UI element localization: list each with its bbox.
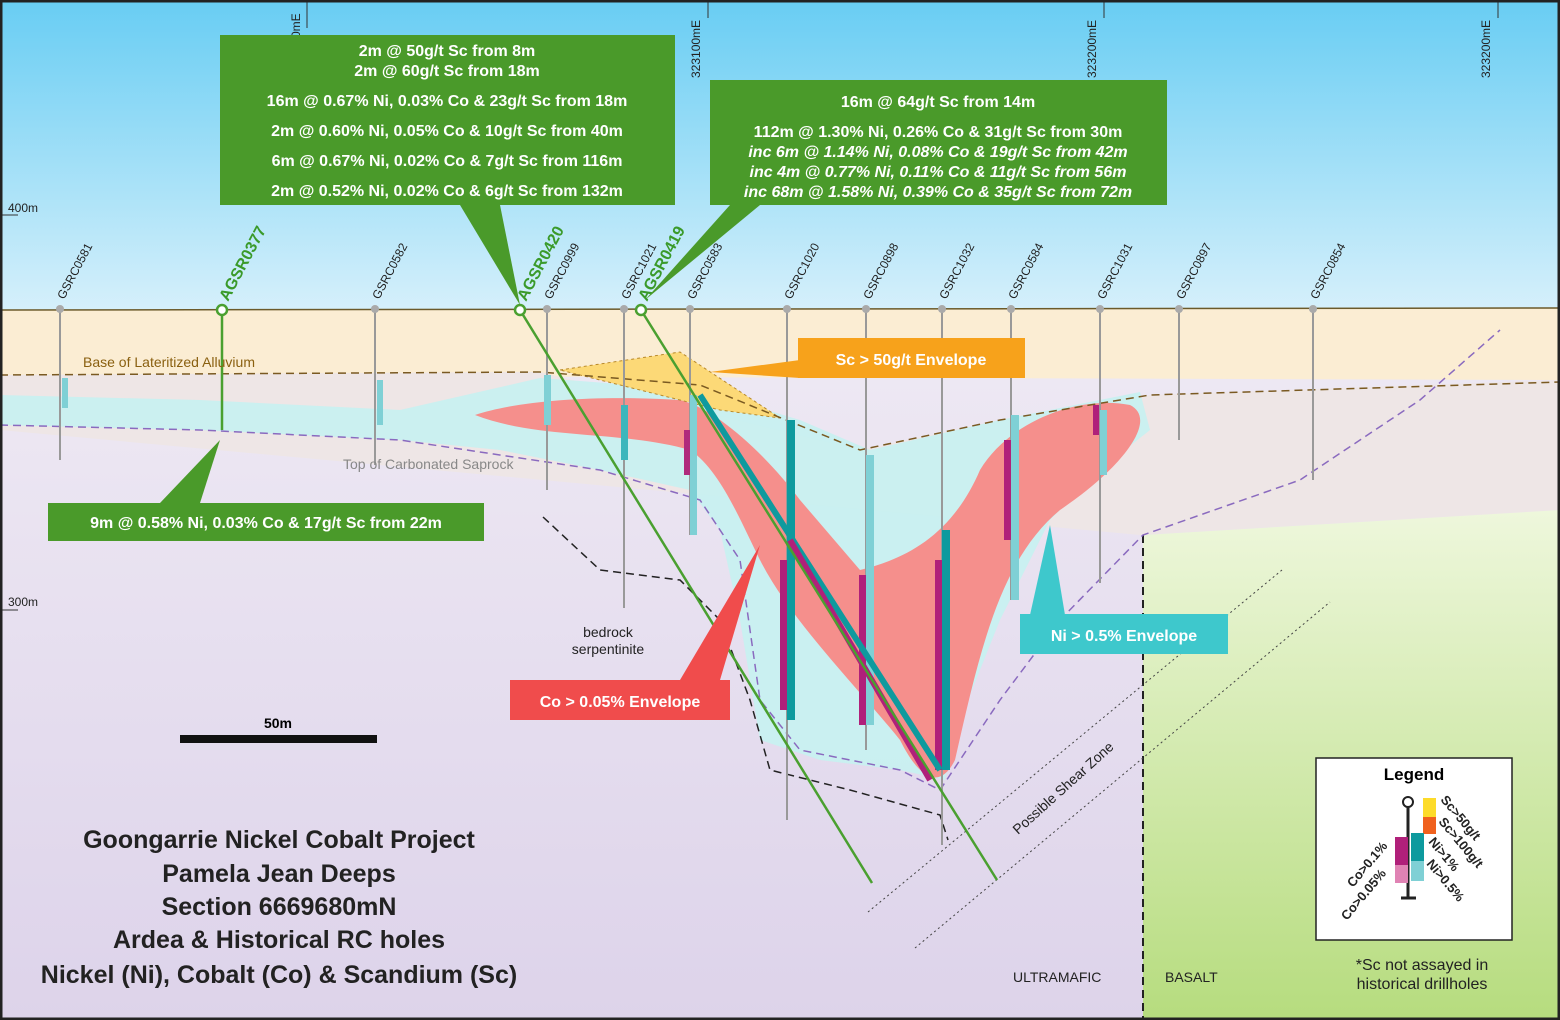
saprock-line: [0, 329, 1501, 791]
legend-note: *Sc not assayed in: [1356, 957, 1489, 974]
sc-envelope-label: Sc > 50g/t Envelope: [710, 338, 1025, 378]
bedrock-label: bedrock: [583, 624, 634, 640]
legend-title: Legend: [1384, 765, 1444, 784]
intercept-line: 2m @ 50g/t Sc from 8m: [359, 43, 536, 60]
easting-label: 323100mE: [689, 20, 703, 78]
shear-zone-line: [914, 601, 1331, 949]
bedrock-label: serpentinite: [572, 641, 645, 657]
title-block: Goongarrie Nickel Cobalt Project Pamela …: [41, 826, 517, 989]
intercept-line: 112m @ 1.30% Ni, 0.26% Co & 31g/t Sc fro…: [754, 124, 1123, 141]
basalt-label: BASALT: [1165, 969, 1218, 985]
intercept-line: inc 6m @ 1.14% Ni, 0.08% Co & 19g/t Sc f…: [748, 144, 1127, 161]
ultramafic-label: ULTRAMAFIC: [1013, 969, 1101, 985]
alluvium-layer: [0, 308, 1560, 380]
collar-icon: [1402, 796, 1414, 808]
ardea-holes: [215, 303, 999, 884]
scale-bar-label: 50m: [264, 715, 292, 731]
intercept-line: 2m @ 0.52% Ni, 0.02% Co & 6g/t Sc from 1…: [271, 183, 623, 200]
legend-note: historical drillholes: [1357, 976, 1488, 993]
base-alluvium-line: [0, 371, 1560, 451]
title-line: Nickel (Ni), Cobalt (Co) & Scandium (Sc): [41, 961, 517, 989]
easting-label: 323200mE: [1085, 20, 1099, 78]
title-line: Ardea & Historical RC holes: [113, 926, 445, 954]
intercept-line: 16m @ 0.67% Ni, 0.03% Co & 23g/t Sc from…: [267, 93, 628, 110]
co-envelope-label: Co > 0.05% Envelope: [510, 545, 760, 720]
svg-text:Sc > 50g/t Envelope: Sc > 50g/t Envelope: [836, 352, 987, 369]
co-envelope: [475, 398, 1141, 778]
bedrock-contact: [542, 516, 949, 841]
intercept-line: inc 4m @ 0.77% Ni, 0.11% Co & 11g/t Sc f…: [750, 164, 1127, 181]
easting-label: 323200mE: [1479, 20, 1493, 78]
legend: Legend Sc>50g/t Sc>100g/t Ni>1% Ni>0.5% …: [1315, 757, 1513, 993]
legend-swatch-ni05: [1411, 861, 1424, 881]
hole-collars: [56, 305, 1317, 313]
legend-swatch-ni1: [1411, 833, 1424, 861]
intercept-line: 2m @ 60g/t Sc from 18m: [354, 63, 539, 80]
legend-swatch-co005: [1395, 865, 1408, 883]
legend-swatch-sc50: [1423, 798, 1436, 817]
saprock-label: Top of Carbonated Saprock: [343, 456, 514, 472]
title-line: Pamela Jean Deeps: [162, 860, 395, 888]
svg-text:Co > 0.05% Envelope: Co > 0.05% Envelope: [540, 694, 701, 711]
intercept-box-agsr0419: 16m @ 64g/t Sc from 14m 112m @ 1.30% Ni,…: [645, 80, 1167, 300]
ni-envelope-label: Ni > 0.5% Envelope: [1020, 525, 1228, 654]
legend-swatch-sc100: [1423, 817, 1436, 834]
legend-swatch-co01: [1395, 837, 1408, 865]
intercept-line: 16m @ 64g/t Sc from 14m: [841, 94, 1035, 111]
intercept-line: 2m @ 0.60% Ni, 0.05% Co & 10g/t Sc from …: [271, 123, 623, 140]
scale-bar: [180, 735, 377, 743]
surface-line: [0, 307, 1560, 311]
alluvium-label: Base of Lateritized Alluvium: [83, 354, 255, 370]
elevation-label: 300m: [8, 595, 38, 609]
easting-label: 0mE: [289, 13, 303, 38]
title-line: Goongarrie Nickel Cobalt Project: [83, 826, 475, 854]
intercept-line: 6m @ 0.67% Ni, 0.02% Co & 7g/t Sc from 1…: [272, 153, 623, 170]
intercept-line: 9m @ 0.58% Ni, 0.03% Co & 17g/t Sc from …: [90, 515, 442, 532]
intercept-box-agsr0377: 9m @ 0.58% Ni, 0.03% Co & 17g/t Sc from …: [48, 440, 484, 541]
intercept-line: inc 68m @ 1.58% Ni, 0.39% Co & 35g/t Sc …: [744, 184, 1132, 201]
elevation-label: 400m: [8, 201, 38, 215]
title-line: Section 6669680mN: [162, 893, 397, 921]
svg-text:Ni > 0.5% Envelope: Ni > 0.5% Envelope: [1051, 628, 1197, 645]
intercept-box-agsr0420: 2m @ 50g/t Sc from 8m 2m @ 60g/t Sc from…: [220, 35, 675, 305]
